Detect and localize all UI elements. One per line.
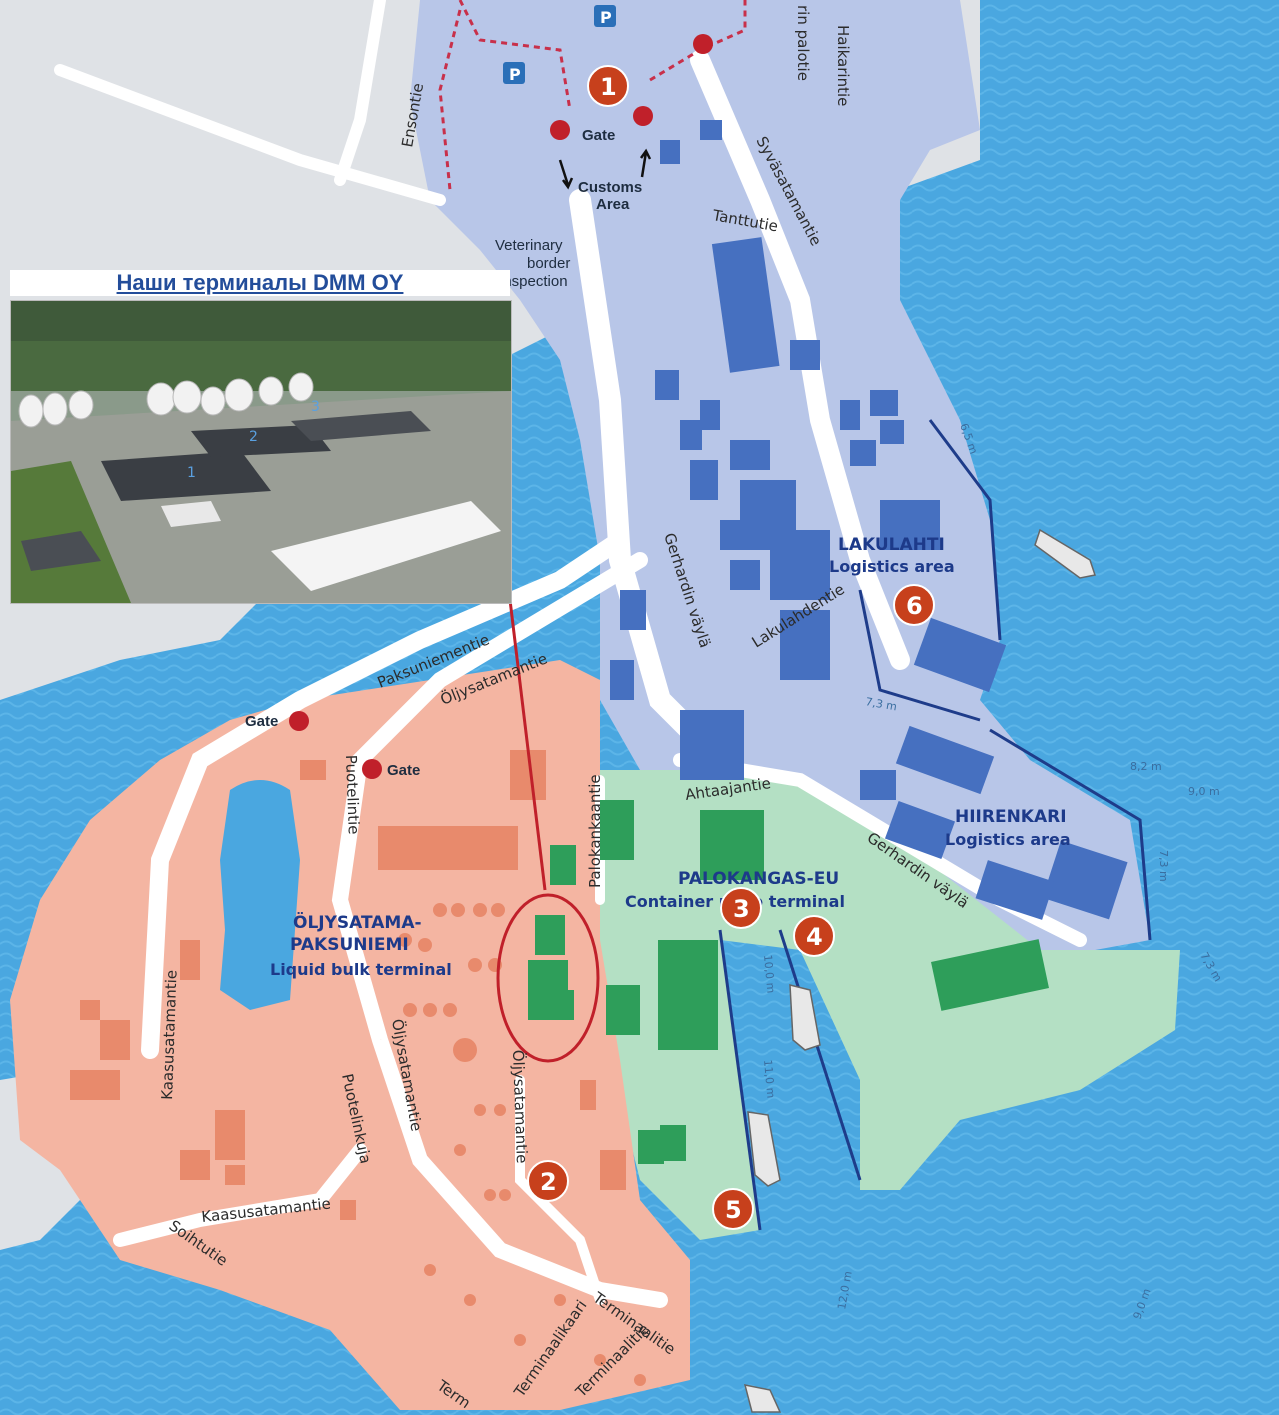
depth-label: 7,3 m: [864, 695, 897, 713]
customs-label: Area: [596, 196, 630, 213]
svg-text:6: 6: [906, 592, 923, 620]
terminal-title: PAKSUNIEMI: [290, 935, 409, 955]
veterinary-label: Veterinary: [495, 237, 563, 254]
depth-label: 8,2 m: [1130, 760, 1162, 773]
parking-icon[interactable]: P: [594, 5, 616, 27]
terminal-title: LAKULAHTI: [838, 535, 945, 555]
customs-label: Customs: [578, 179, 642, 196]
ship-icon: [743, 528, 1096, 1413]
svg-text:3: 3: [311, 399, 320, 415]
terminal-title: ÖLJYSATAMA-: [293, 911, 422, 933]
svg-text:3: 3: [733, 895, 750, 923]
lake: [220, 780, 300, 1010]
connector-line: [508, 599, 547, 891]
svg-text:5: 5: [725, 1196, 742, 1224]
street-label: Kaasusatamantie: [158, 970, 181, 1101]
street-label: Palokankaantie: [586, 774, 604, 888]
gate-icon[interactable]: [289, 34, 713, 779]
green-buildings: [528, 800, 1049, 1164]
gate-label: Gate: [582, 127, 615, 144]
street-label: rin palotie: [794, 5, 812, 81]
street-label: Öljysatamantie: [509, 1049, 532, 1163]
marker-3[interactable]: 3: [720, 887, 762, 929]
marker-1[interactable]: 1: [587, 65, 629, 107]
marker-2[interactable]: 2: [527, 1160, 569, 1202]
arrow-icon: [558, 148, 652, 190]
depth-label: 7,3 m: [1157, 850, 1170, 882]
gate-label: Gate: [245, 713, 278, 730]
red-buildings: [70, 750, 626, 1220]
marker-5[interactable]: 5: [712, 1188, 754, 1230]
customs-boundary: [438, 0, 747, 191]
terminal-title: PALOKANGAS-EU: [678, 869, 839, 889]
parking-icon[interactable]: P: [503, 62, 525, 84]
svg-text:4: 4: [806, 923, 823, 951]
terminal-subtitle: Liquid bulk terminal: [270, 960, 452, 979]
highlight-oval: [496, 893, 600, 1063]
photo-title: Наши терминалы DMM OY: [10, 270, 510, 296]
street-label: Haikarintie: [834, 25, 852, 106]
terminal-subtitle: Logistics area: [829, 557, 955, 576]
depth-label: 9,0 m: [1188, 785, 1220, 798]
marker-4[interactable]: 4: [793, 915, 835, 957]
terminal-photo: 1 2 3: [10, 300, 512, 604]
quays: [718, 419, 1152, 1231]
svg-text:1: 1: [600, 73, 617, 101]
street-label: Puotelintie: [342, 755, 363, 835]
svg-text:1: 1: [187, 465, 196, 481]
blue-buildings: [610, 120, 1128, 920]
terminal-subtitle: Logistics area: [945, 830, 1071, 849]
svg-text:P: P: [509, 65, 521, 84]
marker-6[interactable]: 6: [893, 584, 935, 626]
svg-text:2: 2: [249, 429, 258, 445]
depth-label: 11,0 m: [761, 1059, 777, 1099]
svg-text:P: P: [600, 8, 612, 27]
veterinary-label: border: [527, 255, 570, 272]
depth-label: 10,0 m: [761, 954, 777, 994]
svg-text:2: 2: [540, 1168, 557, 1196]
veterinary-label: inspection: [500, 273, 568, 290]
gate-label: Gate: [387, 762, 420, 779]
terminal-title: HIIRENKARI: [955, 807, 1067, 827]
oil-tanks: [398, 903, 646, 1386]
